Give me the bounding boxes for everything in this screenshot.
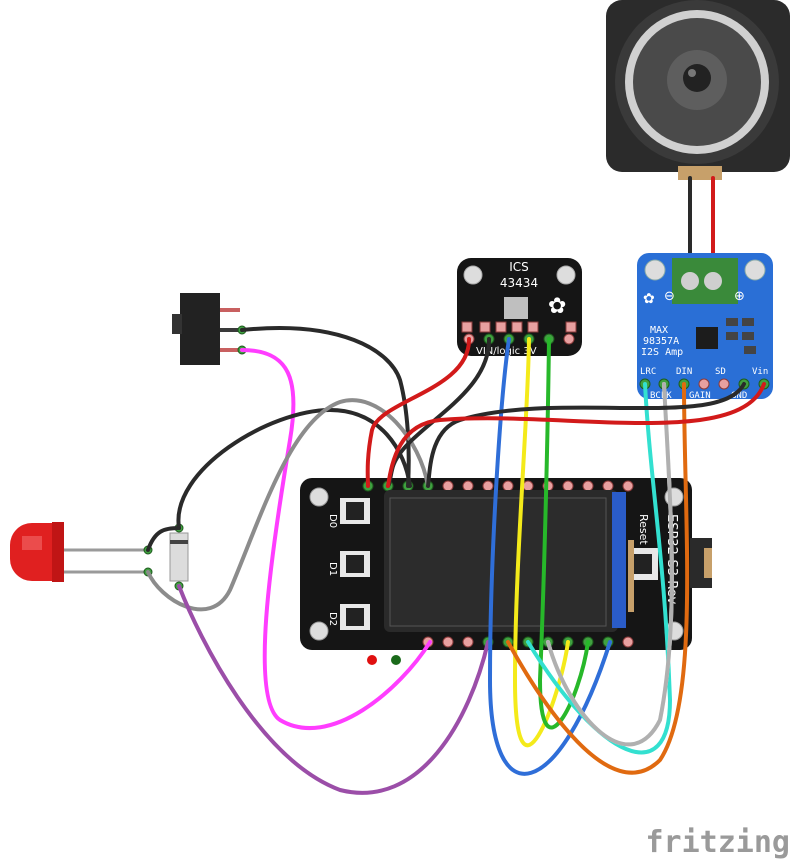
adafruit-flower-icon-amp: ✿ [643, 291, 655, 307]
fritzing-logo: fritzing [646, 825, 791, 860]
mic-label-line2: 43434 [500, 276, 538, 290]
button-label-d0: D0 [327, 514, 338, 528]
power-led [367, 655, 377, 665]
amp-pin-gnd: GND [731, 391, 747, 401]
button-label-d2: D2 [327, 612, 338, 626]
minus-icon: ⊖ [664, 289, 675, 304]
plus-icon: ⊕ [734, 289, 745, 304]
speaker [606, 0, 790, 180]
status-led [391, 655, 401, 665]
amp-pin-sd: SD [715, 367, 726, 377]
amp-pin-vin: Vin [752, 367, 768, 377]
amp-chip-line2: 98357A [643, 336, 679, 347]
wires [146, 326, 766, 795]
slide-switch [172, 293, 247, 365]
amp-pin-din: DIN [676, 367, 692, 377]
amp-pin-bclk: BCLK [650, 391, 672, 401]
amp-pin-gain: GAIN [689, 391, 711, 401]
adafruit-flower-icon: ✿ [548, 294, 566, 319]
resistor [169, 523, 189, 591]
amp-chip-line1: MAX [650, 325, 668, 336]
button-label-d1: D1 [327, 562, 338, 576]
i2s-amplifier-breakout: ⊖ ⊕ ✿ MAX 98357A I2S Amp LRC DIN SD Vin … [637, 253, 773, 401]
amp-pin-lrc: LRC [640, 367, 656, 377]
esp32-s3-board: D0 D1 D2 Reset ESP32-S3 Rev [300, 478, 712, 665]
red-led [10, 522, 153, 582]
microphone-breakout: ICS 43434 ✿ VIN/logic 3V [457, 258, 582, 357]
amp-chip-line3: I2S Amp [641, 347, 683, 358]
mic-label-line1: ICS [509, 260, 529, 274]
reset-label: Reset [637, 514, 650, 545]
